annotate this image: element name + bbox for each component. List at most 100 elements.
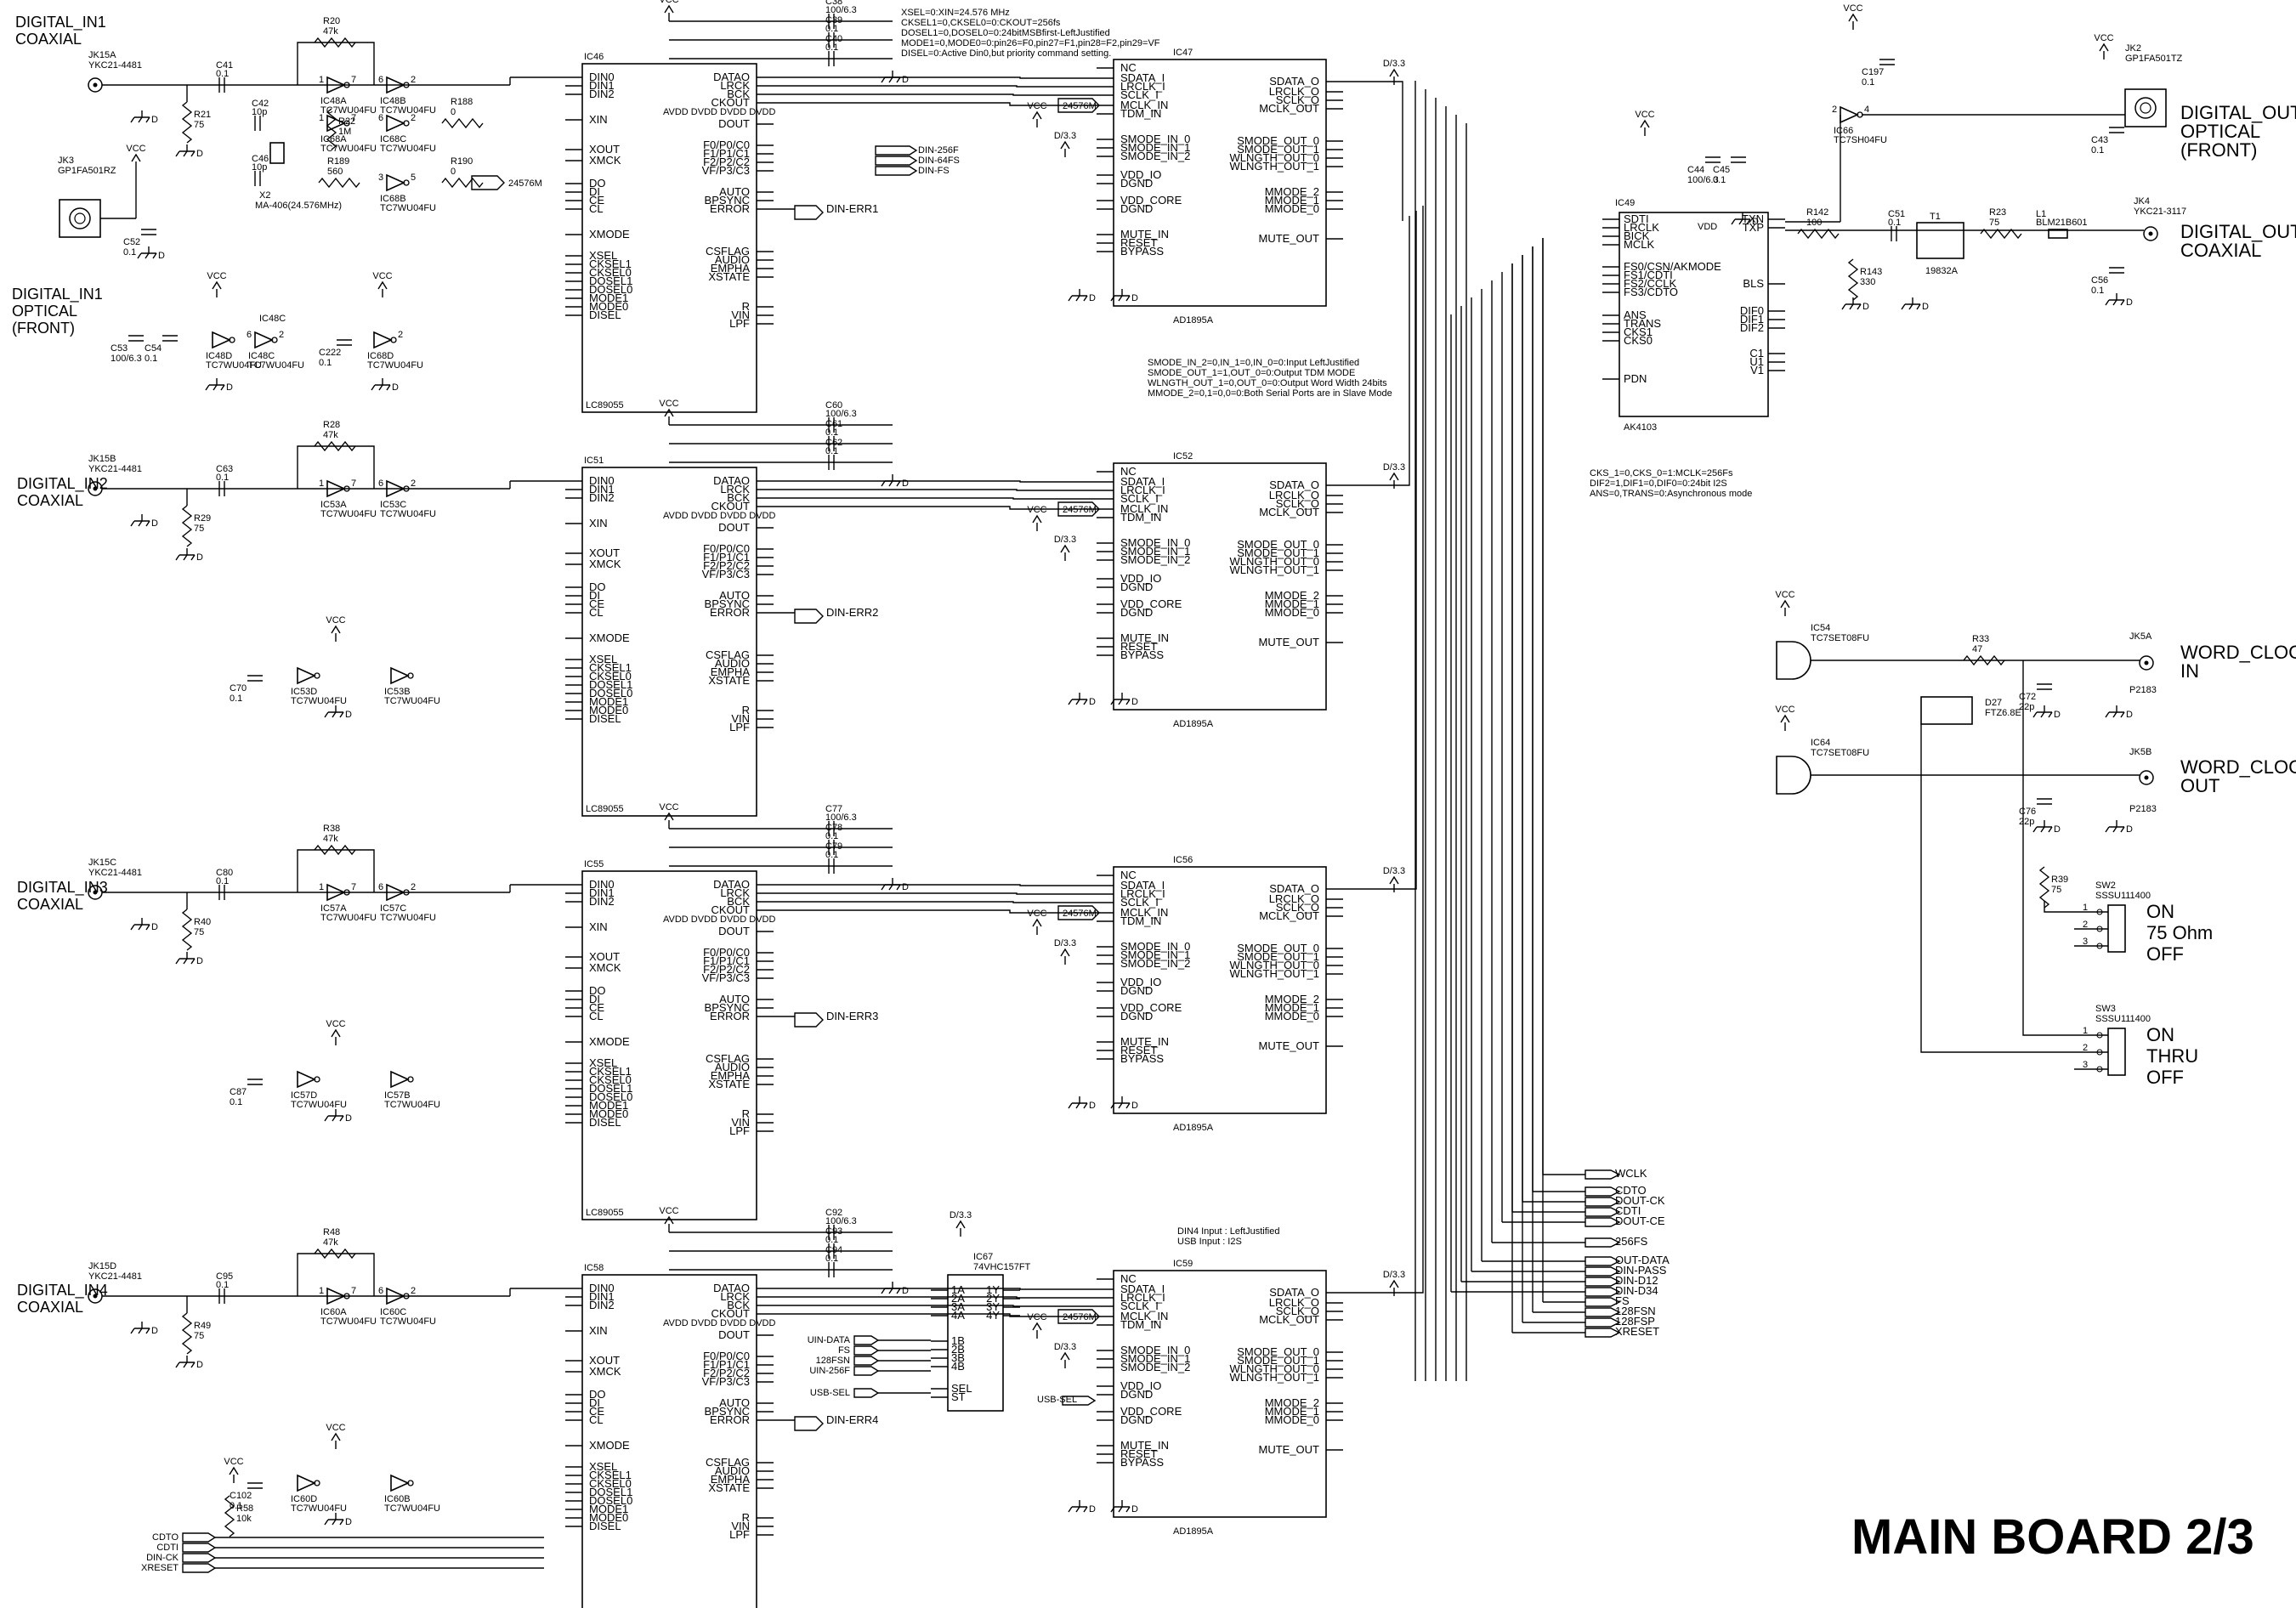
capacitor-value: 0.1 xyxy=(319,358,332,368)
capacitor-ref: C197 xyxy=(1862,67,1884,77)
input-type: COAXIAL xyxy=(17,896,83,913)
optical-port xyxy=(2140,102,2151,114)
clock-label: 24576M xyxy=(1063,505,1097,515)
ground-symbol xyxy=(190,958,196,965)
ground-label: D xyxy=(1752,217,1759,227)
pin-number: 6 xyxy=(378,113,383,123)
ground-symbol xyxy=(220,384,225,391)
pin-label: DIN2 xyxy=(589,895,615,908)
pin-label: SDATA_I xyxy=(1120,475,1165,488)
ground-symbol xyxy=(1075,1506,1080,1513)
resistor-ref: R142 xyxy=(1806,207,1828,218)
output-name: DIGITAL_OUT xyxy=(2180,221,2296,242)
bus-signal: FS xyxy=(1615,1294,1630,1307)
gate-part: TC7WU04FU xyxy=(384,1503,440,1514)
serial-data-wire xyxy=(774,76,1097,79)
inverter-bubble xyxy=(407,1076,414,1083)
note-line: MMODE_2=0,1=0,0=0:Both Serial Ports are … xyxy=(1148,388,1392,399)
pin-number: 4 xyxy=(1864,105,1869,115)
pin-label: LPF xyxy=(729,1528,750,1541)
pin-label: SMODE_IN_1 xyxy=(1120,1352,1190,1365)
ground-symbol xyxy=(2120,711,2125,718)
capacitor-ref: C43 xyxy=(2091,135,2108,145)
pin-label: CKS1 xyxy=(1624,326,1653,338)
pin-label: SMODE_OUT_1 xyxy=(1237,1354,1319,1367)
pin-label: VIN xyxy=(731,309,750,321)
error-flag xyxy=(794,205,824,220)
capacitor-ref: C39 xyxy=(825,15,842,25)
pin-label: F0/P0/C0 xyxy=(703,542,750,555)
pin-label: CKSEL0 xyxy=(589,1477,632,1490)
inverter-gate xyxy=(326,76,346,94)
bus-flag xyxy=(1585,1186,1621,1197)
serial-data-wire xyxy=(774,1296,1097,1299)
supply-arrow xyxy=(331,1028,341,1038)
pin-label: U1 xyxy=(1749,355,1764,368)
note-line: XSEL=0:XIN=24.576 MHz xyxy=(901,8,1010,18)
supply-label: VCC xyxy=(1027,909,1046,919)
bus-flag xyxy=(1585,1317,1621,1328)
ic-part: AD1895A xyxy=(1173,1123,1214,1133)
ground-label: D xyxy=(1089,293,1096,303)
pin-number: 1 xyxy=(319,113,324,123)
resistor-value: 0 xyxy=(451,167,456,177)
diode-part: FTZ6.8E xyxy=(1985,708,2021,718)
ground-label: D xyxy=(902,478,909,489)
ground-label: D xyxy=(902,75,909,85)
pin-label: XOUT xyxy=(589,546,620,559)
switch-contact xyxy=(2096,1032,2103,1039)
pin-label: XOUT xyxy=(589,1354,620,1367)
pin-label: MCLK_OUT xyxy=(1259,102,1319,115)
pin-label: RESET xyxy=(1120,236,1157,249)
bus-flag xyxy=(853,1335,880,1345)
pin-label: NC xyxy=(1120,1272,1137,1285)
pin-label: CKOUT xyxy=(711,500,751,512)
error-flag xyxy=(794,1416,824,1431)
pin-label: CKS0 xyxy=(1624,334,1653,347)
pin-number: 6 xyxy=(378,882,383,892)
clock-flag xyxy=(1057,1309,1100,1324)
transformer-ref: T1 xyxy=(1930,212,1941,222)
resistor-value: 47 xyxy=(1972,644,1982,654)
switch-contact xyxy=(2096,926,2103,932)
resistor-ref: R40 xyxy=(194,917,211,927)
ground-label: D xyxy=(2054,710,2061,720)
ground-symbol xyxy=(1125,295,1131,302)
capacitor-ref: C87 xyxy=(230,1087,247,1097)
pin-label: DO xyxy=(589,580,606,593)
pin-label: DIN1 xyxy=(589,79,615,92)
ground-symbol xyxy=(1849,303,1854,310)
pin-number: 2 xyxy=(411,882,416,892)
pin-label: CL xyxy=(589,202,604,215)
ic-ref: IC58 xyxy=(584,1263,604,1273)
gate-ref: IC48A xyxy=(320,96,347,106)
pin-number: 6 xyxy=(378,1286,383,1296)
rca-jack xyxy=(2143,226,2158,241)
pin-label: TDM_IN xyxy=(1120,1318,1161,1331)
error-signal: DIN-ERR4 xyxy=(826,1413,878,1426)
pin-label: DIN0 xyxy=(589,474,615,487)
resistor-value: 47k xyxy=(323,1237,338,1248)
ground-symbol xyxy=(190,554,196,561)
capacitor-ref: C54 xyxy=(145,343,162,354)
gate-ref: IC66 xyxy=(1834,126,1853,136)
pin-label: CKSEL0 xyxy=(589,670,632,682)
pin-label: ERROR xyxy=(710,606,750,619)
capacitor-ref: C92 xyxy=(825,1208,842,1218)
jack-ref: JK5B xyxy=(2129,747,2151,757)
receiver-ic xyxy=(581,467,757,817)
input-type: COAXIAL xyxy=(17,1299,83,1316)
supply-label: D/3.3 xyxy=(1383,1270,1405,1280)
supply-label: VCC xyxy=(2094,33,2113,43)
pin-label: VDD_CORE xyxy=(1120,597,1182,610)
capacitor-ref: C41 xyxy=(216,60,233,71)
capacitor-value: 100/6.3 xyxy=(825,5,857,15)
resistor-value: 47k xyxy=(323,834,338,844)
pin-label: VIN xyxy=(731,1116,750,1129)
pin-label: LRCLK xyxy=(1624,221,1659,234)
supply-arrow xyxy=(1640,119,1650,128)
pin-label: PDN xyxy=(1624,372,1647,385)
pin-label: MMODE_2 xyxy=(1265,185,1319,198)
resistor-value: 560 xyxy=(327,167,343,177)
resistor-value: 47k xyxy=(323,26,338,37)
